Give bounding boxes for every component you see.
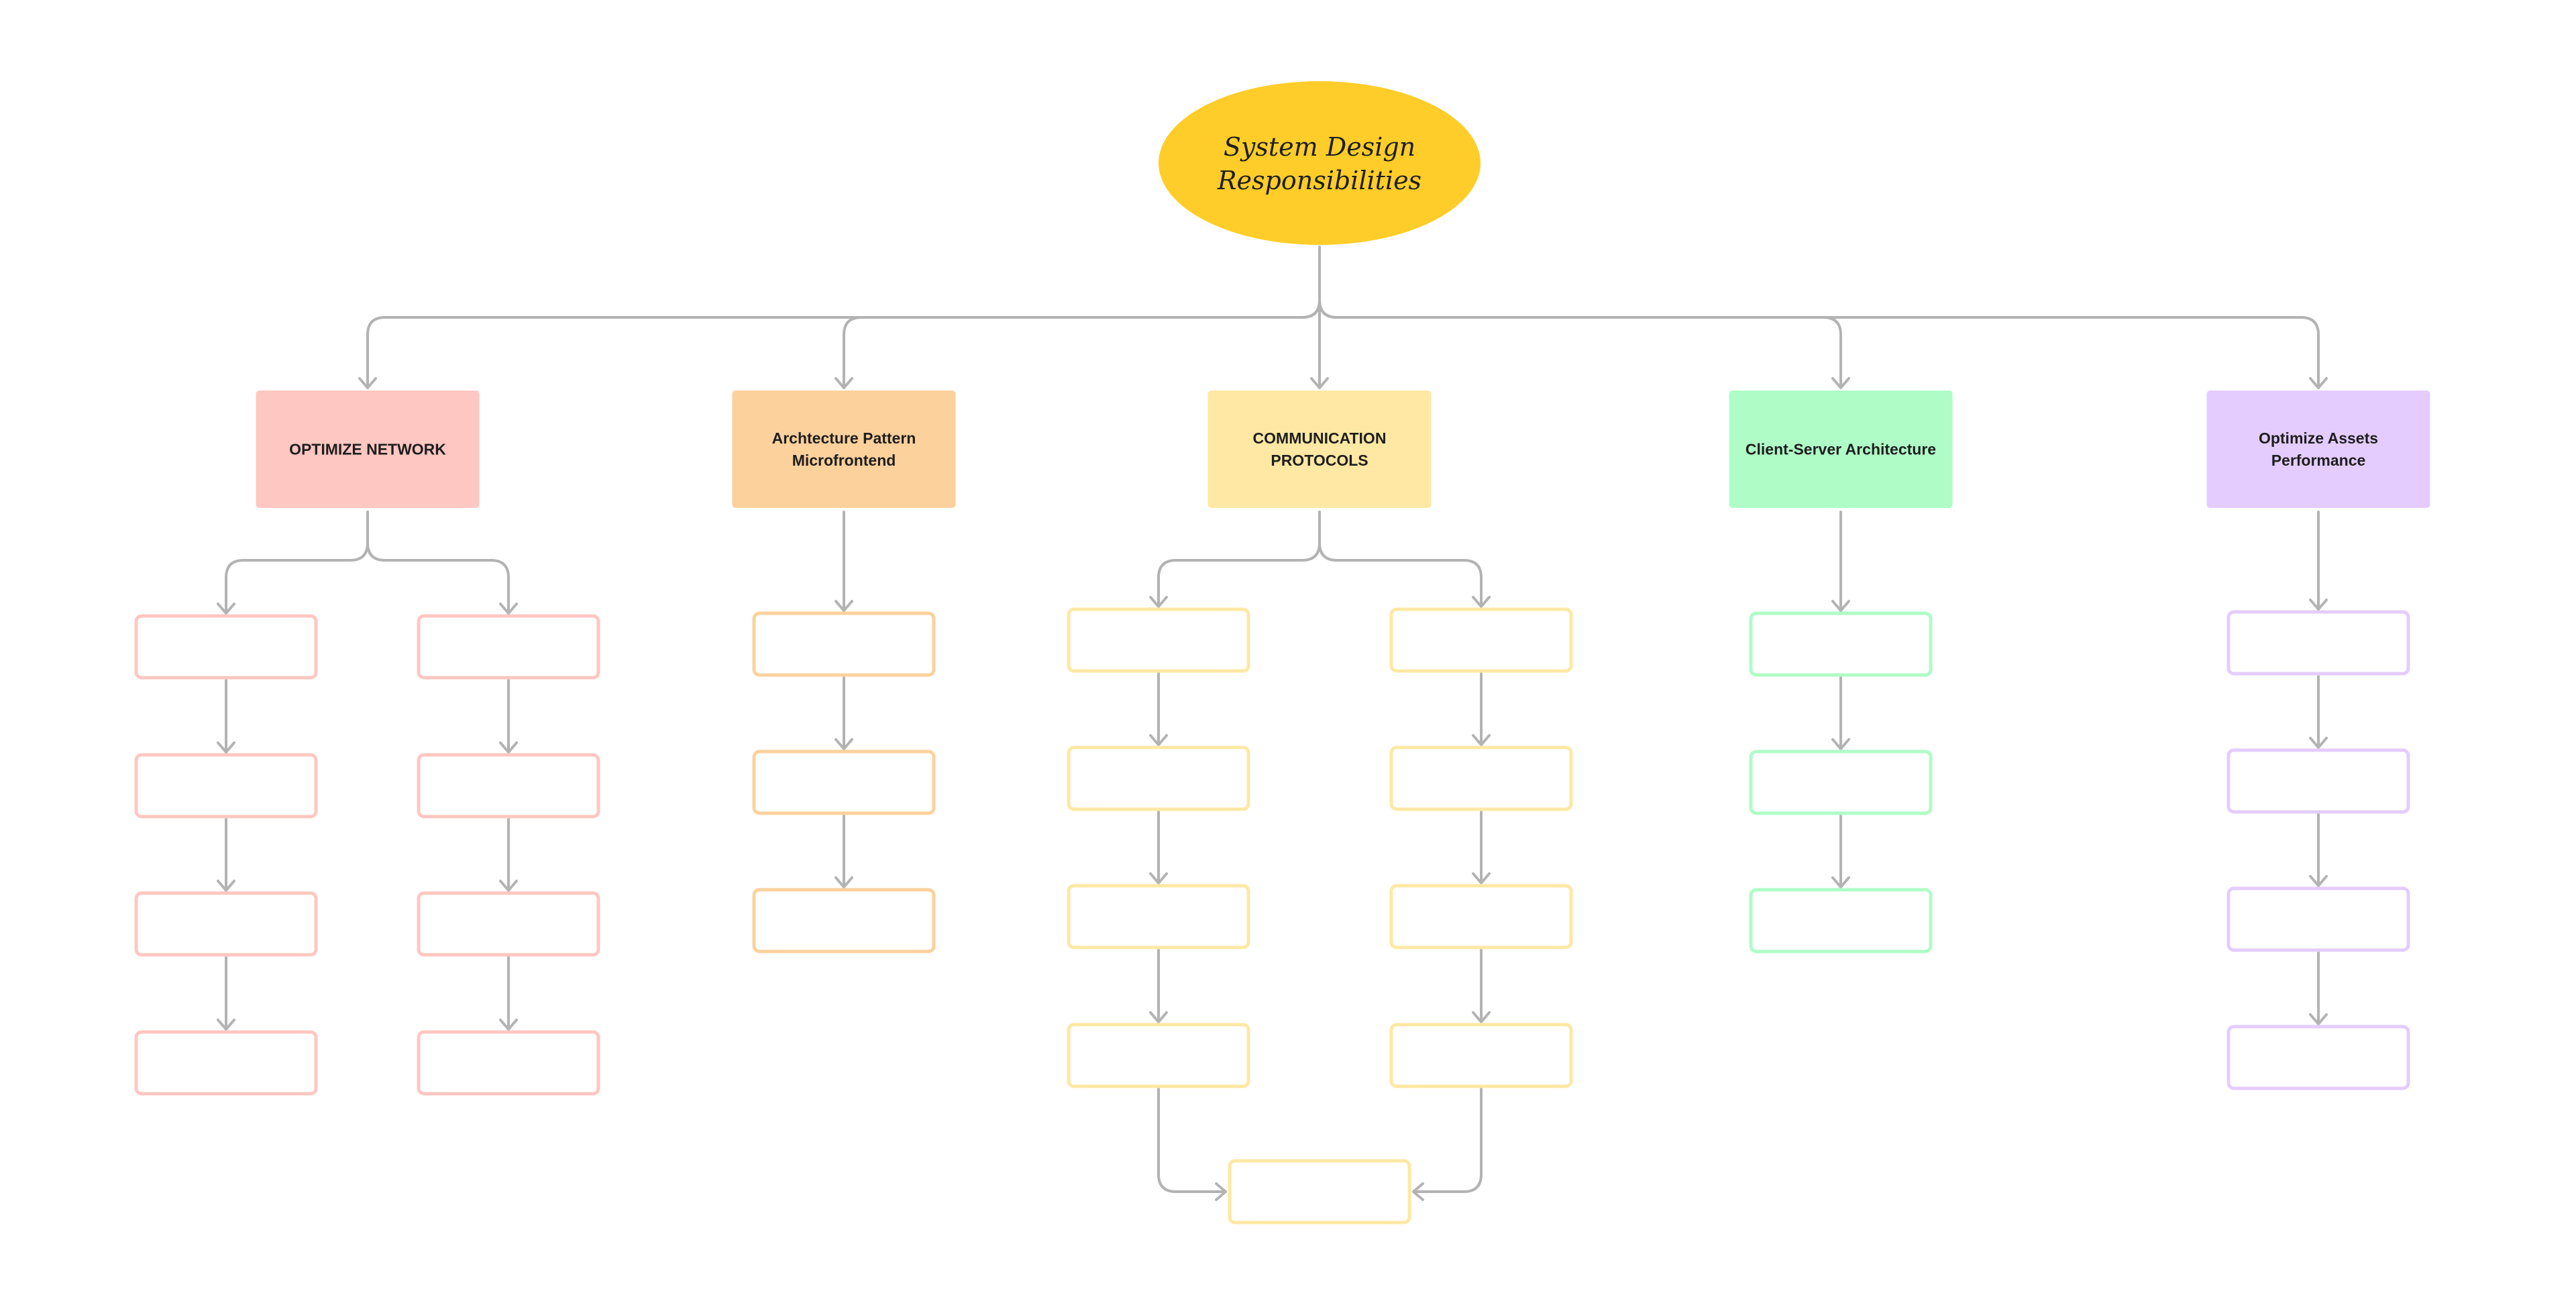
category-box-network [256, 391, 480, 508]
arrow-communication-right-to-merge [1412, 1182, 1424, 1201]
arrow-architecture-col-1-item-2 [835, 738, 853, 750]
root-node[interactable]: System Design Responsibilities [1159, 81, 1481, 245]
child-box-communication-col-1-item-1[interactable] [1067, 607, 1250, 673]
child-box-network-col-1-item-3[interactable] [134, 891, 318, 957]
child-box-communication-col-2-item-3[interactable] [1389, 884, 1573, 949]
child-box-network-col-1-item-1[interactable] [134, 614, 318, 680]
child-box-communication-col-1-item-4[interactable] [1067, 1023, 1250, 1088]
arrow-assets-col-1-item-4 [2309, 1013, 2328, 1025]
arrow-communication-col-2-item-3 [1472, 872, 1491, 884]
arrow-assets-col-1-item-3 [2309, 875, 2328, 887]
connector-communication-left-to-merge [1157, 1088, 1227, 1193]
arrow-client-server-col-1-item-3 [1831, 876, 1850, 888]
arrow-communication-col-2-item-4 [1472, 1011, 1491, 1023]
child-box-architecture-col-1-item-3[interactable] [752, 888, 936, 953]
category-node-client-server[interactable]: Client-Server Architecture [1729, 391, 1953, 508]
category-label-communication-line-2: PROTOCOLS [1271, 452, 1368, 469]
arrow-architecture-col-1-item-3 [835, 876, 853, 888]
category-node-network[interactable]: OPTIMIZE NETWORK [256, 391, 480, 508]
connector-network-to-col-2 [366, 511, 510, 615]
connector-communication-to-col-2 [1318, 511, 1483, 608]
root-title-line-1: System Design [1224, 132, 1415, 162]
category-node-communication[interactable]: COMMUNICATION PROTOCOLS [1208, 391, 1432, 508]
child-box-network-col-1-item-4[interactable] [134, 1030, 318, 1096]
arrow-communication-left-to-merge [1215, 1182, 1227, 1201]
nodes-layer: OPTIMIZE NETWORK Archtecture PatternMicro… [134, 391, 2430, 1225]
child-box-architecture-col-1-item-1[interactable] [752, 611, 936, 677]
child-box-assets-col-1-item-2[interactable] [2226, 748, 2410, 814]
arrow-communication-col-1-item-4 [1149, 1011, 1168, 1023]
category-label-assets-line-1: Optimize Assets [2259, 429, 2378, 447]
connector-root-to-assets [1318, 299, 2320, 389]
root-ellipse [1159, 81, 1481, 245]
child-box-communication-col-2-item-2[interactable] [1389, 745, 1573, 811]
category-label-communication-line-1: COMMUNICATION [1253, 429, 1387, 447]
arrow-communication-col-2-item-2 [1472, 734, 1491, 746]
arrow-assets-col-1-item-1 [2309, 599, 2328, 611]
category-box-communication [1208, 391, 1432, 508]
category-label-architecture-line-2: Microfrontend [792, 452, 896, 469]
child-box-assets-col-1-item-3[interactable] [2226, 886, 2410, 952]
category-label-assets-line-2: Performance [2271, 452, 2366, 469]
arrow-communication-col-1-item-1 [1149, 596, 1168, 608]
child-box-architecture-col-1-item-2[interactable] [752, 749, 936, 815]
category-box-assets [2206, 391, 2430, 508]
arrow-communication-col-2-item-1 [1472, 596, 1491, 608]
arrow-communication-col-1-item-2 [1149, 734, 1168, 746]
connector-root-to-client-server [1318, 299, 1842, 389]
connector-root-to-architecture [843, 299, 1321, 389]
child-box-network-col-2-item-3[interactable] [417, 891, 600, 957]
arrow-network-col-1-item-1 [217, 603, 235, 615]
child-box-client-server-col-1-item-1[interactable] [1749, 611, 1933, 677]
category-label-architecture-line-1: Archtecture Pattern [772, 429, 916, 447]
connector-communication-to-col-1 [1157, 511, 1321, 608]
arrow-root-to-communication [1310, 377, 1329, 389]
arrow-network-col-2-item-4 [499, 1019, 518, 1031]
child-box-network-col-2-item-1[interactable] [417, 614, 600, 680]
arrow-network-col-2-item-2 [499, 741, 518, 754]
arrow-network-col-1-item-2 [217, 741, 235, 754]
child-box-communication-col-2-item-4[interactable] [1389, 1023, 1573, 1088]
category-box-client-server [1729, 391, 1953, 508]
arrow-client-server-col-1-item-1 [1831, 600, 1850, 612]
child-box-communication-col-2-item-1[interactable] [1389, 607, 1573, 673]
arrow-root-to-architecture [835, 377, 853, 389]
arrow-network-col-2-item-1 [499, 603, 518, 615]
category-label-network-line-1: OPTIMIZE NETWORK [289, 441, 446, 458]
arrow-network-col-2-item-3 [499, 880, 518, 892]
arrow-client-server-col-1-item-2 [1831, 738, 1850, 750]
arrow-root-to-client-server [1831, 377, 1850, 389]
child-box-communication-col-1-item-2[interactable] [1067, 745, 1250, 811]
child-box-network-col-2-item-4[interactable] [417, 1030, 600, 1096]
child-box-network-col-2-item-2[interactable] [417, 753, 600, 819]
child-box-communication-merge[interactable] [1228, 1159, 1411, 1225]
arrow-assets-col-1-item-2 [2309, 737, 2328, 749]
connector-communication-right-to-merge [1412, 1088, 1483, 1193]
connector-network-to-col-1 [225, 511, 369, 615]
child-box-client-server-col-1-item-2[interactable] [1749, 749, 1933, 815]
category-box-architecture [732, 391, 956, 508]
connectors-layer [217, 246, 2328, 1201]
child-box-assets-col-1-item-4[interactable] [2226, 1025, 2410, 1090]
arrow-architecture-col-1-item-1 [835, 600, 853, 612]
arrow-network-col-1-item-4 [217, 1019, 235, 1031]
child-box-client-server-col-1-item-3[interactable] [1749, 888, 1933, 953]
child-box-assets-col-1-item-1[interactable] [2226, 610, 2410, 676]
arrow-root-to-network [358, 377, 377, 389]
child-box-communication-col-1-item-3[interactable] [1067, 884, 1250, 949]
arrow-communication-col-1-item-3 [1149, 872, 1168, 884]
category-label-client-server-line-1: Client-Server Architecture [1746, 441, 1936, 458]
arrow-network-col-1-item-3 [217, 880, 235, 892]
root-title-line-2: Responsibilities [1217, 166, 1421, 195]
child-box-network-col-1-item-2[interactable] [134, 753, 318, 819]
arrow-root-to-assets [2309, 377, 2328, 389]
